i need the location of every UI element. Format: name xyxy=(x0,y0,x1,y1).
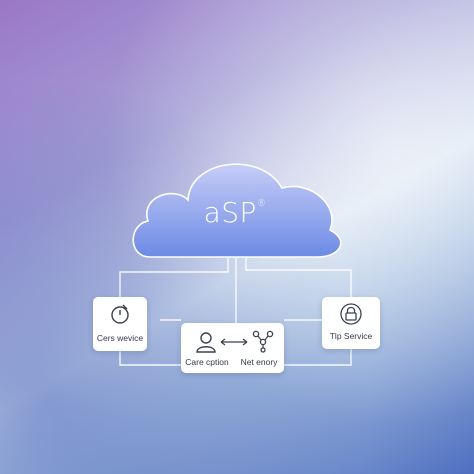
cloud-label-text: aSP xyxy=(203,196,257,229)
connector-left xyxy=(119,258,229,297)
cloud-label-mark: ® xyxy=(256,198,267,209)
connector-right-bottom xyxy=(284,349,352,366)
cloud-shape xyxy=(132,163,342,258)
node-right-label: Tlp Service xyxy=(329,331,373,341)
user-icon xyxy=(196,332,216,353)
node-left-label: Cers wevice xyxy=(96,333,144,343)
double-arrow-icon xyxy=(220,338,248,346)
connector-right xyxy=(245,258,352,297)
connector-lines xyxy=(119,258,352,366)
connector-left-bottom xyxy=(119,351,181,366)
cloud-label: aSP® xyxy=(180,196,290,229)
node-center-service[interactable]: Care cption Net enory xyxy=(181,323,284,373)
clock-icon xyxy=(111,304,129,324)
lock-icon xyxy=(340,303,362,325)
network-icon xyxy=(252,330,274,353)
node-center-label-right: Net enory xyxy=(240,357,278,367)
node-center-label-left: Care cption xyxy=(185,357,229,367)
node-left-service[interactable]: Cers wevice xyxy=(93,297,147,351)
node-right-service[interactable]: Tlp Service xyxy=(322,297,380,349)
